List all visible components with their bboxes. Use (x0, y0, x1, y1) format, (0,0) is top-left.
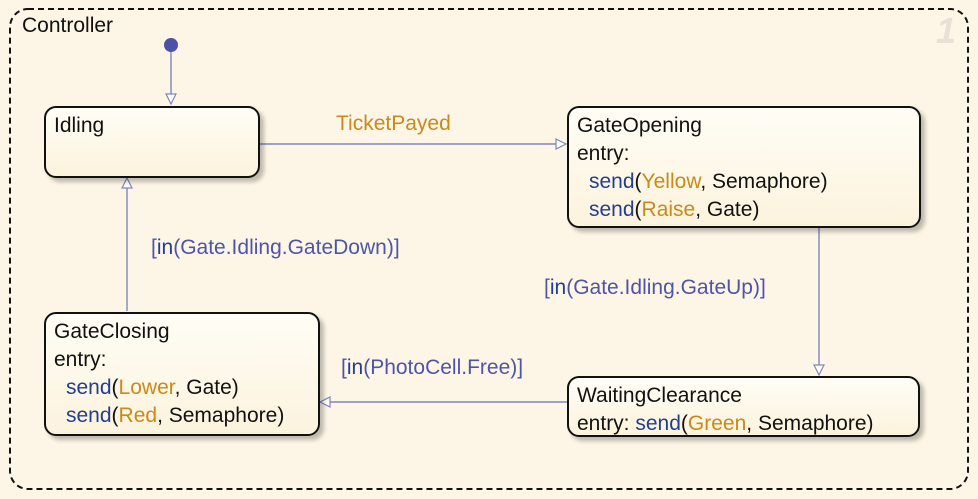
action-function: send (66, 404, 112, 427)
action-target: , Semaphore) (746, 412, 874, 435)
state-idling[interactable]: Idling (44, 106, 260, 178)
action-paren: ( (111, 404, 119, 427)
state-name: GateClosing (54, 320, 170, 343)
entry-label: entry: (54, 348, 107, 371)
transition-label-gate-down[interactable]: [in(Gate.Idling.GateDown)] (151, 236, 400, 260)
state-name: GateOpening (577, 114, 702, 137)
action-target: , Gate) (174, 376, 239, 399)
action-paren: ( (111, 376, 119, 399)
action-function: send (589, 198, 635, 221)
action-paren: ( (680, 412, 688, 435)
entry-action: send(Yellow, Semaphore) (577, 168, 911, 196)
entry-action: send(Red, Semaphore) (54, 402, 310, 430)
action-argument: Yellow (641, 170, 701, 193)
state-name: WaitingClearance (577, 384, 742, 407)
condition-open: [ (151, 236, 157, 259)
state-gate-closing[interactable]: GateClosing entry: send(Lower, Gate) sen… (44, 312, 320, 436)
entry-label: entry: (577, 412, 630, 435)
chart-boundary (9, 8, 969, 490)
action-argument: Red (118, 404, 158, 427)
chart-number: 1 (935, 10, 956, 51)
action-paren: ( (634, 198, 642, 221)
transition-label-gate-up[interactable]: [in(Gate.Idling.GateUp)] (544, 276, 766, 300)
entry-action: entry: send(Green, Semaphore) (577, 410, 910, 438)
entry-action: send(Lower, Gate) (54, 374, 310, 402)
condition-keyword: in (346, 356, 364, 379)
condition-close: ] (759, 276, 766, 299)
action-target: , Semaphore) (700, 170, 828, 193)
action-argument: Lower (118, 376, 175, 399)
condition-close: ] (517, 356, 524, 379)
action-paren: ( (634, 170, 642, 193)
condition-close: ] (393, 236, 400, 259)
action-function: send (66, 376, 112, 399)
state-name: Idling (54, 114, 105, 137)
condition-expression: (PhotoCell.Free) (363, 356, 518, 379)
condition-expression: (Gate.Idling.GateUp) (566, 276, 760, 299)
condition-keyword: in (549, 276, 567, 299)
condition-open: [ (544, 276, 550, 299)
action-argument: Green (687, 412, 747, 435)
entry-action: send(Raise, Gate) (577, 196, 911, 224)
entry-label: entry: (577, 142, 630, 165)
action-target: , Semaphore) (157, 404, 285, 427)
chart-title: Controller (22, 14, 114, 37)
condition-open: [ (341, 356, 347, 379)
action-function: send (589, 170, 635, 193)
condition-expression: (Gate.Idling.GateDown) (173, 236, 394, 259)
default-transition-dot[interactable] (164, 38, 178, 52)
state-waiting-clearance[interactable]: WaitingClearance entry: send(Green, Sema… (567, 376, 920, 437)
action-function: send (635, 412, 681, 435)
condition-keyword: in (156, 236, 174, 259)
transition-label-photocell-free[interactable]: [in(PhotoCell.Free)] (341, 356, 523, 380)
transition-label-ticket-payed[interactable]: TicketPayed (336, 112, 451, 135)
action-target: , Gate) (695, 198, 760, 221)
state-gate-opening[interactable]: GateOpening entry: send(Yellow, Semaphor… (567, 106, 921, 228)
action-argument: Raise (641, 198, 696, 221)
